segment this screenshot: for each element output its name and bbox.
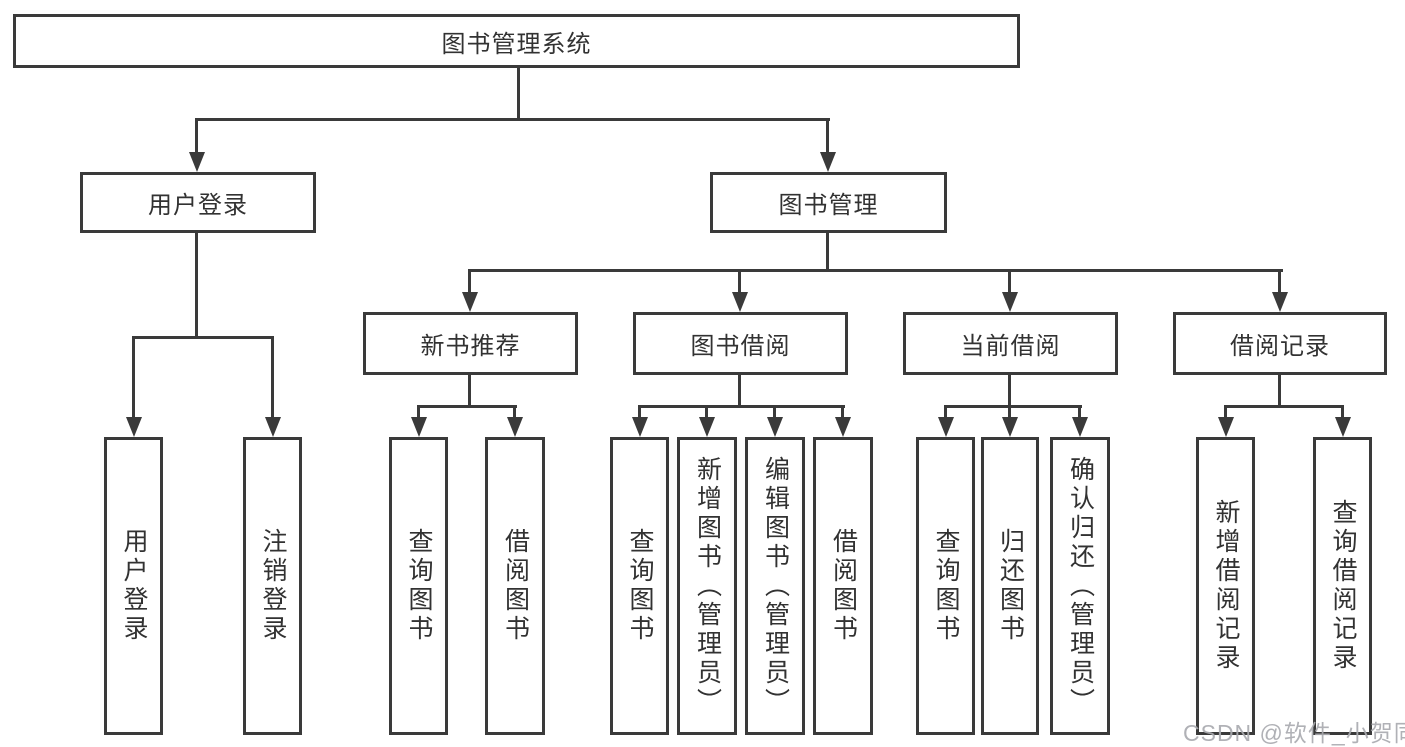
connector-drop	[1341, 405, 1344, 421]
arrow-down-icon	[1218, 417, 1234, 437]
node-borrowing-records: 借阅记录	[1173, 312, 1387, 375]
connector-user-login-trunk	[195, 233, 198, 338]
connector-drop	[1008, 269, 1011, 296]
leaf-recommend-borrow-books: 借阅图书	[485, 437, 545, 735]
connector-rail	[944, 405, 1082, 408]
node-library-system: 图书管理系统	[13, 14, 1020, 68]
leaf-borrowing-edit-books-admin: 编辑图书（管理员）	[745, 437, 805, 735]
leaf-user-login: 用户登录	[104, 437, 163, 735]
arrow-down-icon	[1072, 417, 1088, 437]
node-book-management: 图书管理	[710, 172, 947, 233]
connector-drop	[417, 405, 420, 421]
connector-drop	[1008, 405, 1011, 421]
leaf-current-return-books: 归还图书	[981, 437, 1039, 735]
leaf-records-add-record: 新增借阅记录	[1196, 437, 1255, 735]
connector-drop	[841, 405, 844, 421]
arrow-down-icon	[462, 292, 478, 312]
connector-root-trunk	[517, 66, 520, 121]
arrow-down-icon	[767, 417, 783, 437]
connector-drop	[1224, 405, 1227, 421]
leaf-borrowing-add-books-admin: 新增图书（管理员）	[677, 437, 737, 735]
connector-trunk	[738, 375, 741, 408]
arrow-down-icon	[938, 417, 954, 437]
arrow-down-icon	[1002, 417, 1018, 437]
leaf-logout: 注销登录	[243, 437, 302, 735]
node-new-book-recommend: 新书推荐	[363, 312, 578, 375]
arrow-down-icon	[126, 417, 142, 437]
connector-level2-rail	[195, 118, 830, 121]
connector-drop	[738, 269, 741, 296]
connector-trunk	[468, 375, 471, 408]
node-current-borrowing: 当前借阅	[903, 312, 1118, 375]
arrow-down-icon	[732, 292, 748, 312]
connector-drop	[195, 118, 198, 154]
leaf-records-query-record: 查询借阅记录	[1313, 437, 1372, 735]
node-user-login: 用户登录	[80, 172, 316, 233]
arrow-down-icon	[411, 417, 427, 437]
connector-rail	[417, 405, 517, 408]
arrow-down-icon	[632, 417, 648, 437]
leaf-current-query-books: 查询图书	[916, 437, 975, 735]
connector-drop	[132, 336, 135, 419]
connector-drop	[638, 405, 641, 421]
connector-level3-rail	[468, 269, 1283, 272]
arrow-down-icon	[265, 417, 281, 437]
leaf-current-confirm-return-admin: 确认归还（管理员）	[1050, 437, 1110, 735]
arrow-down-icon	[1272, 292, 1288, 312]
arrow-down-icon	[835, 417, 851, 437]
connector-trunk	[1008, 375, 1011, 408]
arrow-down-icon	[1002, 292, 1018, 312]
arrow-down-icon	[1335, 417, 1351, 437]
connector-drop	[705, 405, 708, 421]
connector-drop	[773, 405, 776, 421]
connector-rail	[638, 405, 845, 408]
leaf-borrowing-query-books: 查询图书	[610, 437, 669, 735]
arrow-down-icon	[507, 417, 523, 437]
leaf-borrowing-borrow-books: 借阅图书	[813, 437, 873, 735]
connector-rail	[1224, 405, 1344, 408]
connector-user-login-rail	[132, 336, 274, 339]
connector-trunk	[1278, 375, 1281, 408]
arrow-down-icon	[189, 152, 205, 172]
connector-book-mgmt-trunk	[826, 233, 829, 272]
connector-drop	[468, 269, 471, 296]
arrow-down-icon	[699, 417, 715, 437]
connector-drop	[826, 118, 829, 154]
connector-drop	[944, 405, 947, 421]
connector-drop	[271, 336, 274, 419]
connector-drop	[513, 405, 516, 421]
connector-drop	[1278, 269, 1281, 296]
arrow-down-icon	[820, 152, 836, 172]
leaf-recommend-query-books: 查询图书	[389, 437, 448, 735]
csdn-watermark: CSDN @软件_小贺同学	[1183, 720, 1405, 746]
connector-drop	[1078, 405, 1081, 421]
node-book-borrowing: 图书借阅	[633, 312, 848, 375]
